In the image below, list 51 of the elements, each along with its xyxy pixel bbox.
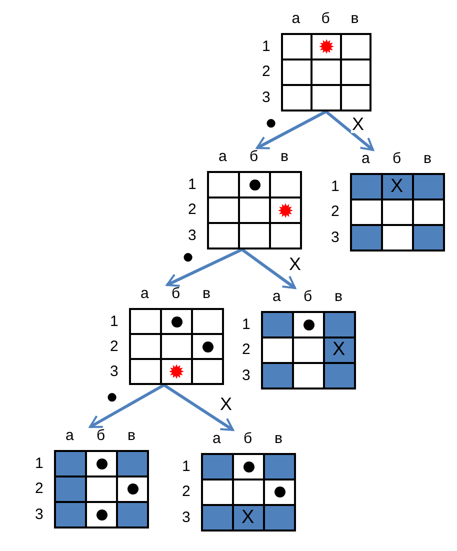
column-letter: б bbox=[172, 286, 180, 302]
row-number: 2 bbox=[188, 202, 196, 218]
row-number: 2 bbox=[262, 64, 270, 80]
row-number: 3 bbox=[262, 90, 270, 106]
column-letter: в bbox=[274, 431, 282, 447]
column-letter: в bbox=[334, 289, 342, 305]
row-number: 3 bbox=[242, 368, 250, 384]
column-letter: б bbox=[392, 151, 402, 167]
row-number: 3 bbox=[331, 230, 340, 246]
column-letter: б bbox=[96, 428, 106, 444]
row-number: 1 bbox=[262, 38, 270, 55]
column-letter: в bbox=[280, 149, 288, 165]
row-number: 3 bbox=[188, 228, 196, 244]
row-number: 2 bbox=[182, 484, 190, 500]
edge-label: X bbox=[351, 115, 366, 133]
edge-label: X bbox=[219, 395, 234, 413]
column-letter: в bbox=[202, 286, 210, 302]
arrow bbox=[163, 384, 234, 432]
row-number: 2 bbox=[242, 342, 250, 358]
row-number: 1 bbox=[242, 316, 250, 333]
column-letter: б bbox=[250, 149, 258, 165]
row-number: 1 bbox=[331, 178, 340, 195]
row-number: 3 bbox=[182, 510, 190, 526]
column-letter: б bbox=[321, 11, 330, 27]
row-number: 1 bbox=[110, 314, 118, 330]
column-letter: б bbox=[244, 431, 252, 447]
row-number: 1 bbox=[182, 458, 190, 475]
column-letter: в bbox=[350, 11, 359, 27]
row-number: 2 bbox=[35, 481, 44, 498]
column-letter: б bbox=[304, 289, 312, 305]
column-letter: а bbox=[218, 149, 227, 165]
arrow bbox=[166, 248, 243, 287]
row-number: 1 bbox=[35, 456, 44, 472]
column-letter: а bbox=[212, 431, 221, 447]
column-letter: в bbox=[128, 428, 136, 444]
column-letter: а bbox=[362, 151, 370, 167]
arrow bbox=[325, 110, 374, 152]
column-letter: а bbox=[66, 428, 74, 444]
row-number: 3 bbox=[110, 364, 118, 380]
column-letter: а bbox=[272, 289, 281, 305]
arrow bbox=[256, 110, 327, 150]
row-number: 2 bbox=[110, 338, 118, 354]
row-number: 3 bbox=[35, 506, 44, 523]
row-number: 2 bbox=[331, 204, 340, 220]
arrow bbox=[241, 248, 296, 290]
arrow bbox=[89, 384, 165, 428]
edge-label: X bbox=[288, 255, 302, 273]
column-letter: а bbox=[140, 286, 149, 302]
column-letter: в bbox=[424, 151, 432, 167]
column-letter: а bbox=[292, 11, 300, 27]
row-number: 1 bbox=[188, 176, 196, 193]
